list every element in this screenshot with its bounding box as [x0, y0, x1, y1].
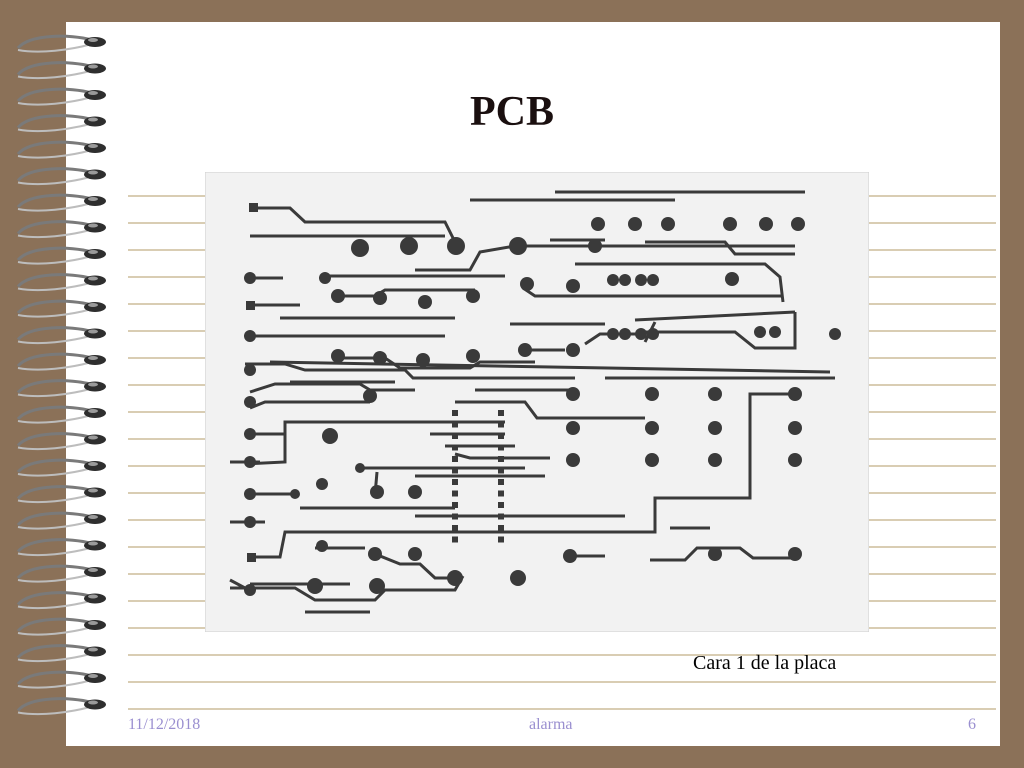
spiral-ring: [16, 193, 106, 212]
slide-title: PCB: [470, 89, 554, 135]
pcb-pin-pad: [452, 513, 458, 520]
spiral-ring: [16, 591, 106, 610]
spiral-ring: [16, 405, 106, 424]
spiral-ring: [16, 220, 106, 239]
image-caption: Cara 1 de la placa: [693, 652, 837, 674]
spiral-ring: [16, 617, 106, 636]
pcb-pin-pad: [498, 410, 504, 416]
pcb-pin-pad: [452, 536, 458, 543]
pcb-pin-pad: [498, 456, 504, 462]
pcb-pin-pad: [498, 467, 504, 474]
pcb-pin-pad: [452, 502, 458, 508]
pcb-layout-drawing: [204, 171, 870, 633]
spiral-ring: [16, 140, 106, 159]
pcb-pin-pad: [498, 513, 504, 520]
pcb-pin-pad: [452, 456, 458, 462]
pcb-pin-pad: [498, 444, 504, 451]
spiral-ring: [16, 432, 106, 451]
pcb-pin-pad: [452, 410, 458, 416]
pcb-pin-pad: [498, 479, 504, 485]
spiral-ring: [16, 485, 106, 504]
spiral-ring: [16, 326, 106, 345]
spiral-ring: [16, 564, 106, 583]
spiral-ring: [16, 61, 106, 80]
spiral-ring: [16, 87, 106, 106]
spiral-ring: [16, 352, 106, 371]
pcb-image: [204, 171, 870, 633]
spiral-ring: [16, 246, 106, 265]
footer-date: 11/12/2018: [128, 716, 201, 733]
spiral-ring: [16, 644, 106, 663]
pcb-pin-pad: [452, 421, 458, 428]
pcb-pin-pad: [452, 433, 458, 439]
pcb-pin-pad: [498, 433, 504, 439]
pcb-pin-pad: [452, 479, 458, 485]
pcb-pin-pad: [498, 421, 504, 428]
pcb-pin-pad: [498, 536, 504, 543]
spiral-ring: [16, 511, 106, 530]
pcb-pin-pad: [452, 444, 458, 451]
spiral-ring: [16, 273, 106, 292]
pcb-pin-pad: [452, 467, 458, 474]
footer-title: alarma: [529, 716, 573, 733]
spiral-ring: [16, 670, 106, 689]
spiral-ring: [16, 697, 106, 716]
spiral-ring: [16, 167, 106, 186]
slide-number: 6: [968, 716, 976, 733]
spiral-ring: [16, 379, 106, 398]
spiral-binding: [16, 34, 106, 716]
spiral-ring: [16, 114, 106, 133]
pcb-pin-pad: [498, 490, 504, 497]
pcb-pin-pad: [498, 525, 504, 531]
pcb-pin-pad: [452, 525, 458, 531]
spiral-ring: [16, 34, 106, 53]
spiral-ring: [16, 458, 106, 477]
spiral-ring: [16, 538, 106, 557]
pcb-pin-pad: [452, 490, 458, 497]
pcb-pin-pad: [498, 502, 504, 508]
spiral-ring: [16, 299, 106, 318]
